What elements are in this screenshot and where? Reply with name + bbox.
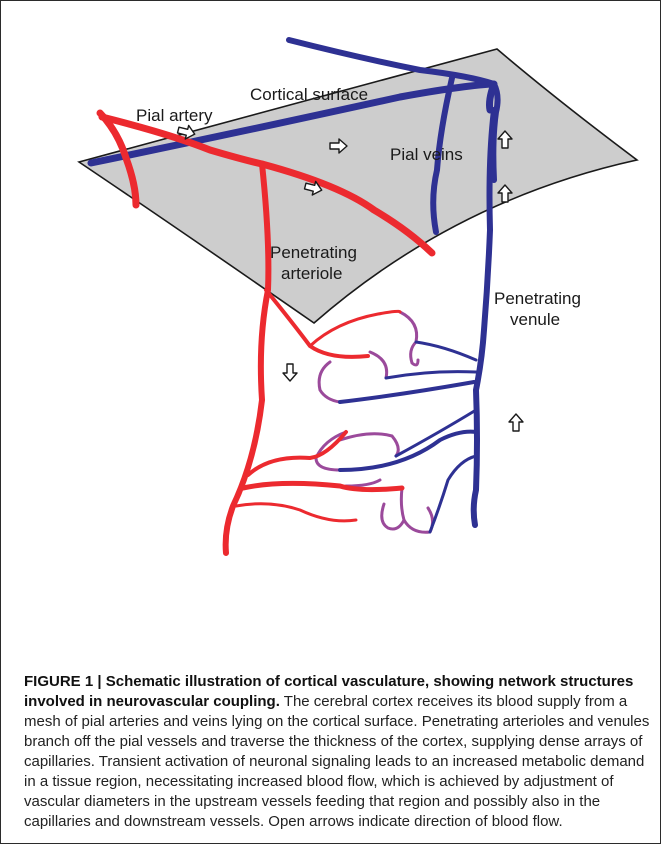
label-penetrating-venule-line1: Penetrating: [494, 289, 581, 308]
capillary-network: [316, 312, 433, 532]
label-pial-veins: Pial veins: [390, 145, 463, 164]
caption-label: FIGURE 1 |: [24, 673, 106, 690]
caption-body: The cerebral cortex receives its blood s…: [24, 693, 649, 830]
flow-arrow-venule: [509, 414, 523, 431]
flow-arrow-arteriole: [283, 364, 297, 381]
label-penetrating-arteriole-line2: arteriole: [281, 264, 342, 283]
figure-caption: FIGURE 1 | Schematic illustration of cor…: [24, 672, 654, 832]
label-penetrating-venule-line2: venule: [510, 310, 560, 329]
label-penetrating-arteriole-line1: Penetrating: [270, 243, 357, 262]
label-pial-artery: Pial artery: [136, 106, 213, 125]
label-cortical-surface: Cortical surface: [250, 85, 368, 104]
